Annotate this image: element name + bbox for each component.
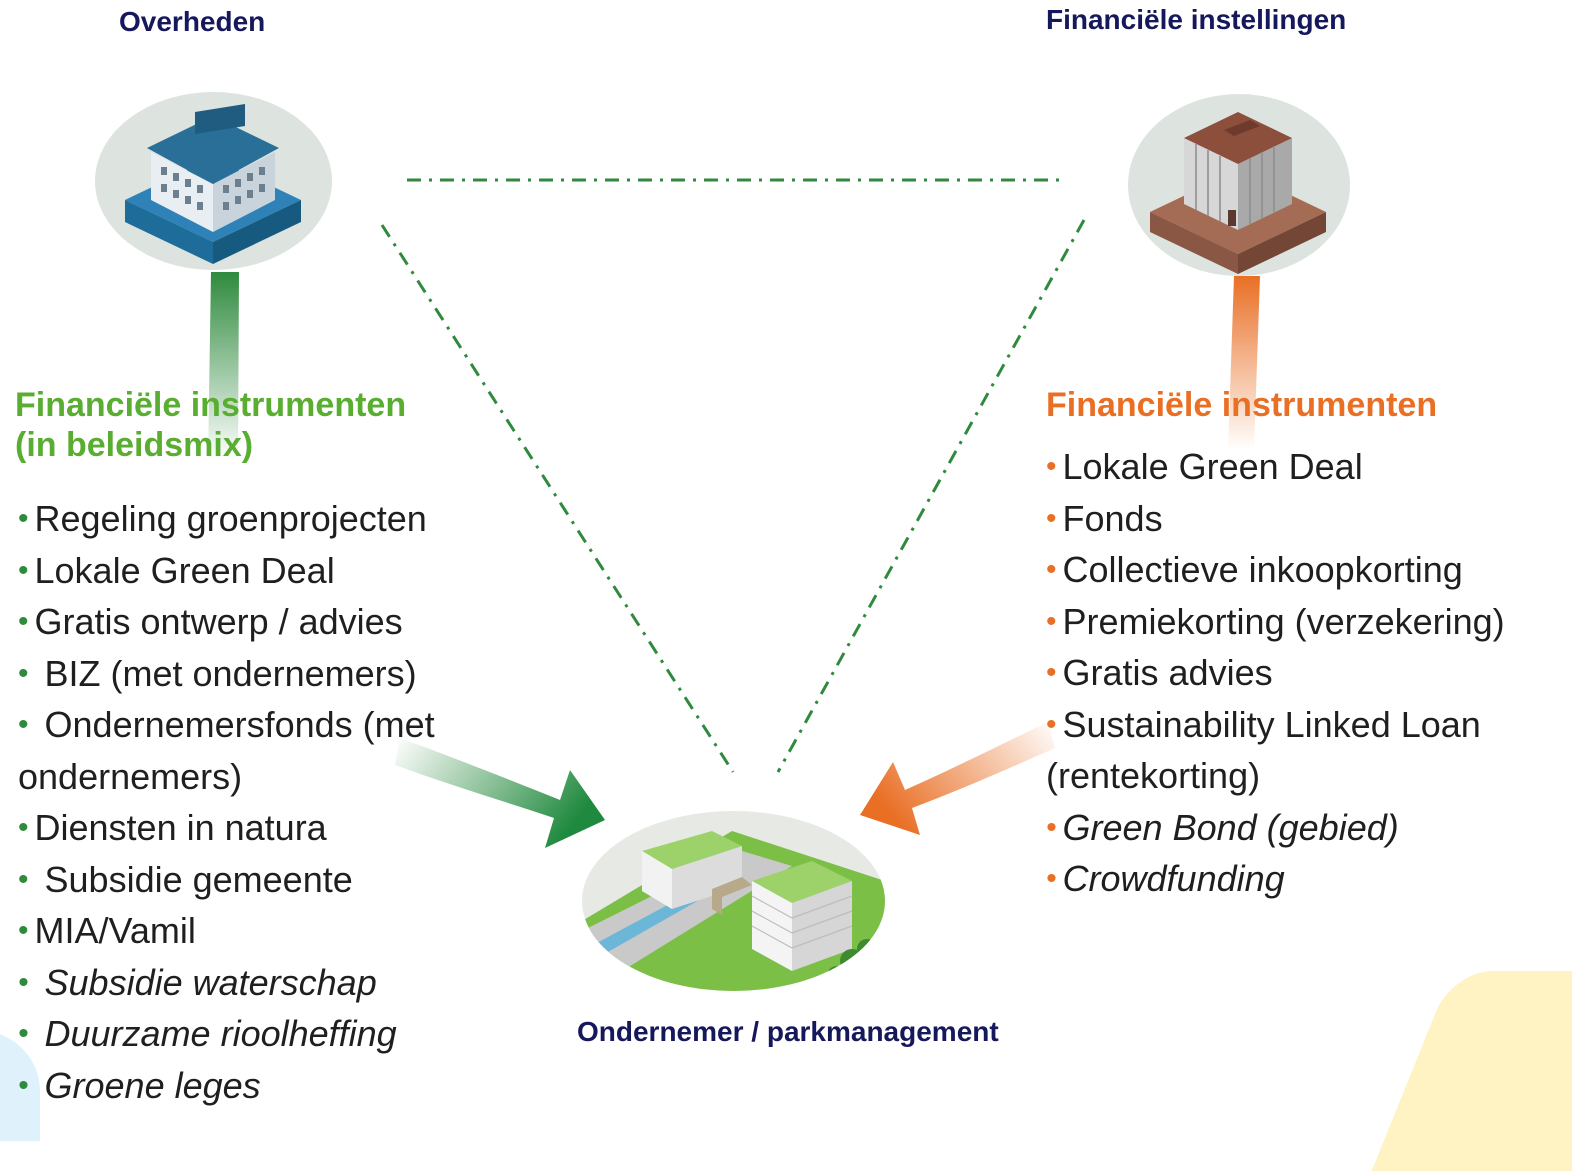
list-item-text: Collectieve inkoopkorting (1062, 549, 1463, 590)
list-item-text: Crowdfunding (1062, 858, 1285, 899)
government-instruments-list: •Regeling groenprojecten•Lokale Green De… (18, 493, 528, 1111)
list-item-text: Subsidie waterschap (34, 961, 377, 1003)
bullet-icon: • (1046, 707, 1057, 741)
bullet-icon: • (18, 502, 29, 535)
list-item: •Premiekorting (verzekering) (1046, 596, 1572, 648)
list-item-text: Duurzame rioolheffing (34, 1013, 397, 1054)
list-item-text: Ondernemersfonds (met ondernemers) (18, 704, 435, 797)
financial-institutions-title: Financiële instellingen (1046, 4, 1347, 35)
bullet-icon: • (1046, 553, 1057, 586)
list-item-text: Fonds (1062, 497, 1163, 539)
list-item-text: BIZ (met ondernemers) (34, 652, 417, 694)
list-item: •Regeling groenprojecten (18, 493, 528, 545)
list-item-text: Lokale Green Deal (34, 549, 335, 591)
government-flow-band (208, 272, 239, 460)
list-item: •MIA/Vamil (18, 905, 528, 957)
list-item-text: Regeling groenprojecten (34, 498, 427, 539)
list-item-text: Groene leges (34, 1064, 261, 1106)
list-item: •Lokale Green Deal (1046, 441, 1572, 493)
connector-right (776, 219, 1086, 773)
bullet-icon: • (18, 914, 29, 947)
heading-line: Financiële instrumenten (15, 386, 407, 424)
bullet-icon: • (1046, 501, 1057, 535)
bullet-icon: • (18, 1017, 29, 1050)
list-item-text: Subsidie gemeente (34, 858, 353, 900)
connector-layer (208, 178, 1260, 848)
list-item: •Sustainability Linked Loan (rentekortin… (1046, 699, 1572, 802)
list-item-text: Gratis ontwerp / advies (34, 601, 403, 642)
government-instruments-heading: Financiële instrumenten (in beleidsmix) (15, 385, 406, 465)
government-building-icon (95, 92, 332, 270)
list-item: •Green Bond (gebied) (1046, 802, 1572, 854)
bullet-icon: • (1046, 656, 1057, 689)
bullet-icon: • (1046, 810, 1057, 844)
entrepreneur-title: Ondernemer / parkmanagement (577, 1016, 999, 1047)
list-item: • Subsidie waterschap (18, 957, 528, 1009)
bullet-icon: • (1046, 604, 1057, 638)
bullet-icon: • (1046, 862, 1057, 895)
bullet-icon: • (18, 708, 29, 741)
list-item: •Collectieve inkoopkorting (1046, 544, 1572, 596)
business-park-icon (582, 811, 885, 991)
financial-arrow (860, 722, 1055, 835)
bullet-icon: • (18, 605, 29, 638)
list-item: • Groene leges (18, 1060, 528, 1112)
connector-left (380, 224, 735, 773)
office-tower-icon (1128, 94, 1350, 276)
financial-flow-band (1228, 276, 1260, 450)
list-item: •Crowdfunding (1046, 853, 1572, 905)
financial-instruments-heading: Financiële instrumenten (1046, 386, 1438, 424)
list-item-text: Green Bond (gebied) (1062, 806, 1399, 848)
list-item-text: Diensten in natura (34, 807, 327, 848)
list-item: • Subsidie gemeente (18, 854, 528, 906)
bullet-icon: • (18, 553, 29, 587)
financial-instruments-list: •Lokale Green Deal•Fonds•Collectieve ink… (1046, 441, 1572, 905)
list-item: •Fonds (1046, 493, 1572, 545)
bullet-icon: • (18, 965, 29, 999)
list-item: • Duurzame rioolheffing (18, 1008, 528, 1060)
list-item: • BIZ (met ondernemers) (18, 648, 528, 700)
bullet-icon: • (18, 862, 29, 896)
list-item: •Gratis ontwerp / advies (18, 596, 528, 648)
government-title: Overheden (119, 6, 266, 37)
list-item-text: Premiekorting (verzekering) (1062, 600, 1505, 642)
list-item-text: Gratis advies (1062, 652, 1273, 693)
list-item-text: Lokale Green Deal (1062, 446, 1363, 487)
bullet-icon: • (1046, 450, 1057, 483)
bullet-icon: • (18, 1068, 29, 1102)
list-item: •Lokale Green Deal (18, 545, 528, 597)
government-arrow (395, 738, 605, 848)
bullet-icon: • (18, 656, 29, 690)
list-item-text: MIA/Vamil (34, 910, 196, 951)
heading-line: (in beleidsmix) (15, 426, 254, 464)
list-item: • Ondernemersfonds (met ondernemers) (18, 699, 528, 802)
bullet-icon: • (18, 811, 29, 844)
list-item: •Gratis advies (1046, 647, 1572, 699)
list-item: •Diensten in natura (18, 802, 528, 854)
list-item-text: Sustainability Linked Loan (rentekorting… (1046, 703, 1481, 797)
